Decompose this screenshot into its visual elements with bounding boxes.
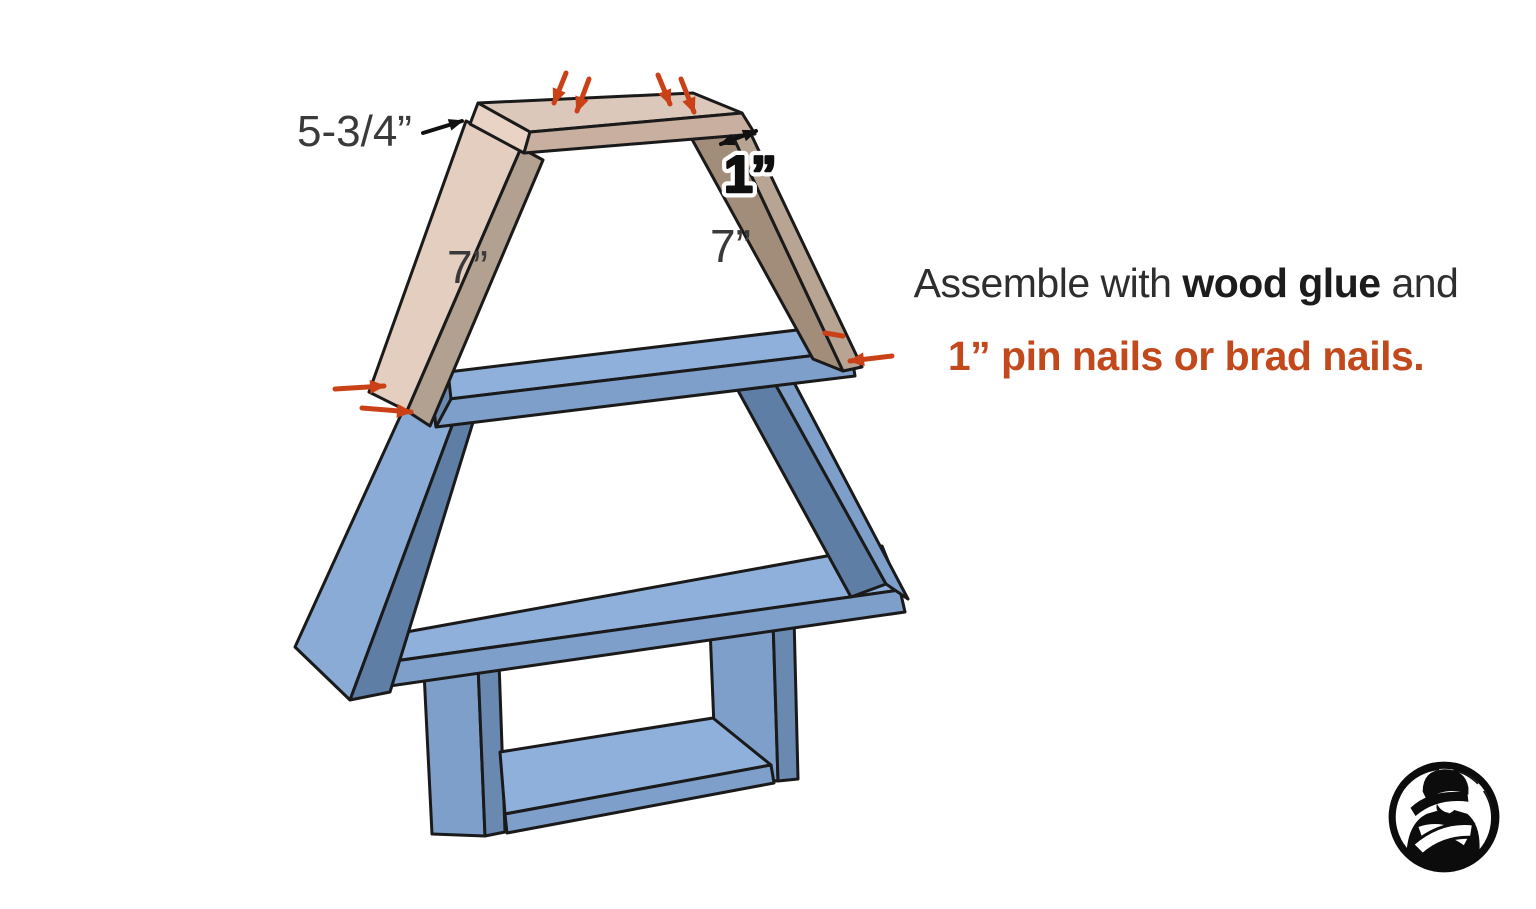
trunk-bottom-board-front <box>503 763 776 835</box>
overhang-dim-arrow <box>719 129 758 146</box>
logo-cap-crown <box>1422 769 1469 800</box>
nail-arrow-left-2 <box>359 403 414 418</box>
craftsman-logo-icon <box>1388 761 1500 873</box>
overhang-label-halo: 1” <box>724 146 775 204</box>
new-top-board <box>468 91 757 155</box>
top-width-pointer-arrow <box>421 119 464 135</box>
nail-arrow-right-1 <box>847 352 895 367</box>
nail-arrow-top-2 <box>574 76 592 114</box>
nail-arrow-right-dash <box>822 330 846 339</box>
nail-arrow-top-4 <box>678 76 697 115</box>
overhang-label: 1” <box>724 146 775 204</box>
logo-arm-front <box>1410 822 1476 857</box>
instruction-line1-suffix: and <box>1380 260 1459 306</box>
new-top-legs <box>367 119 864 428</box>
trunk-right-board-edge <box>771 615 800 783</box>
trunk-left-board-face <box>422 663 487 838</box>
nail-arrow-top-1 <box>551 70 569 106</box>
top-width-label: 5-3/4” <box>297 107 412 156</box>
nail-arrow-left-1 <box>332 379 387 394</box>
dimension-callouts: 5-3/4” 1” 1” 7” 7” <box>297 107 782 293</box>
trunk-box <box>422 615 800 838</box>
middle-tier-legs <box>293 369 910 702</box>
instruction-line1-prefix: Assemble with <box>913 260 1183 306</box>
instruction-line-1: Assemble with wood glue and <box>896 260 1476 307</box>
logo-chin-shadow <box>1436 803 1450 818</box>
left-leg-length-label: 7” <box>447 241 488 293</box>
new-left-leg-edge <box>405 146 545 428</box>
right-leg-length-label: 7” <box>710 220 751 272</box>
logo-ring-inner <box>1393 768 1493 868</box>
nail-arrow-top-3 <box>655 72 673 107</box>
nail-arrows <box>332 70 895 418</box>
assembly-instruction: Assemble with wood glue and 1” pin nails… <box>896 260 1476 380</box>
instruction-line-2: 1” pin nails or brad nails. <box>947 333 1425 379</box>
logo-cap-brim <box>1410 791 1469 816</box>
instruction-line1-bold: wood glue <box>1182 260 1381 306</box>
craftsman-figure <box>1406 769 1480 868</box>
logo-ring <box>1388 761 1500 873</box>
craftsman-logo <box>1382 757 1504 879</box>
